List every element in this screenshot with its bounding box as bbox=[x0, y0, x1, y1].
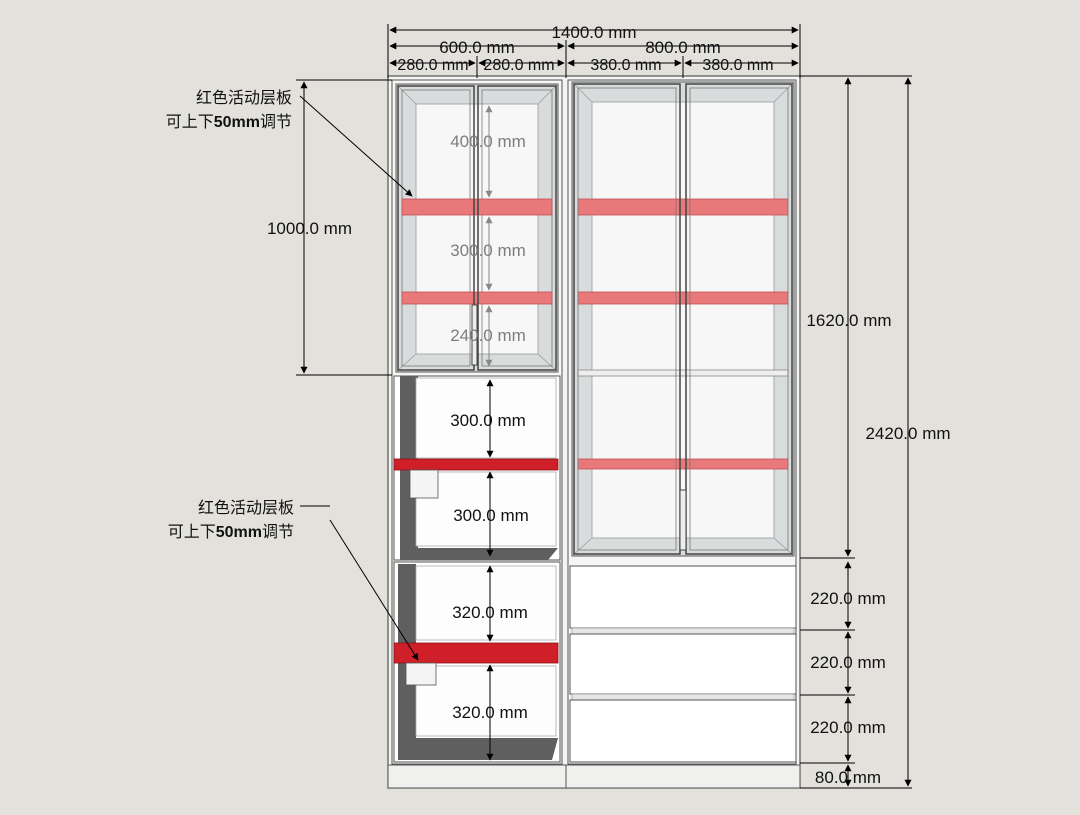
dim-plinth: 80.0 mm bbox=[815, 768, 881, 787]
red-shelf-left-3 bbox=[393, 458, 559, 471]
dim-mid-gap-1: 300.0 mm bbox=[450, 411, 526, 430]
dim-drawer-3: 220.0 mm bbox=[810, 718, 886, 737]
left-door-handle[interactable] bbox=[471, 304, 478, 366]
dim-drawer-1: 220.0 mm bbox=[810, 589, 886, 608]
dim-total-height: 2420.0 mm bbox=[865, 424, 950, 443]
dim-low-gap-1: 320.0 mm bbox=[452, 603, 528, 622]
right-column bbox=[567, 79, 797, 765]
note-bottom-line2: 可上下50mm调节 bbox=[168, 523, 294, 541]
right-door-handle[interactable] bbox=[679, 489, 687, 551]
red-shelf-left-4 bbox=[393, 642, 559, 664]
drawer-3[interactable] bbox=[569, 699, 797, 763]
red-shelf-left-1 bbox=[401, 198, 553, 216]
dim-inner-gap-top: 400.0 mm bbox=[450, 132, 526, 151]
dim-mid-gap-2: 300.0 mm bbox=[453, 506, 529, 525]
dim-left-door-2: 280.0 mm bbox=[483, 57, 554, 74]
cabinet bbox=[387, 75, 801, 789]
note-bottom-line1: 红色活动层板 bbox=[198, 499, 294, 517]
right-glass-door-2[interactable] bbox=[685, 83, 793, 555]
left-glass-door-2[interactable] bbox=[477, 85, 557, 371]
dim-inner-gap-mid: 300.0 mm bbox=[450, 241, 526, 260]
dim-right-door-2: 380.0 mm bbox=[702, 57, 773, 74]
left-middle-open-section bbox=[393, 375, 561, 561]
dim-right-upper-height: 1620.0 mm bbox=[806, 311, 891, 330]
dim-right-door-1: 380.0 mm bbox=[590, 57, 661, 74]
drawer-1[interactable] bbox=[569, 565, 797, 629]
right-glass-door-1[interactable] bbox=[573, 83, 681, 555]
drawer-2[interactable] bbox=[569, 633, 797, 695]
dim-left-width: 600.0 mm bbox=[439, 38, 515, 57]
fixed-shelf-right bbox=[577, 369, 789, 377]
shelf-bracket-2 bbox=[405, 662, 437, 686]
red-shelf-right-2 bbox=[577, 291, 789, 305]
drawers bbox=[569, 565, 797, 763]
red-shelf-right-1 bbox=[577, 198, 789, 216]
left-glass-door-1[interactable] bbox=[397, 85, 475, 371]
plinth bbox=[387, 764, 801, 789]
dim-right-width: 800.0 mm bbox=[645, 38, 721, 57]
dimension-lines bbox=[296, 24, 912, 789]
dim-total-width: 1400.0 mm bbox=[551, 23, 636, 42]
note-top-line1: 红色活动层板 bbox=[196, 89, 292, 107]
red-shelf-left-2 bbox=[401, 291, 553, 305]
right-glass-cabinet bbox=[571, 81, 795, 557]
dim-left-door-1: 280.0 mm bbox=[397, 57, 468, 74]
red-shelf-right-3 bbox=[577, 458, 789, 470]
dimension-labels: 1400.0 mm 600.0 mm 800.0 mm 280.0 mm 280… bbox=[267, 23, 951, 787]
dim-left-upper-height: 1000.0 mm bbox=[267, 219, 352, 238]
dim-low-gap-2: 320.0 mm bbox=[452, 703, 528, 722]
note-top: 红色活动层板 可上下50mm调节 bbox=[166, 89, 292, 131]
note-top-line2: 可上下50mm调节 bbox=[166, 113, 292, 131]
note-bottom: 红色活动层板 可上下50mm调节 bbox=[168, 499, 294, 541]
dim-inner-gap-bottom: 240.0 mm bbox=[450, 326, 526, 345]
left-column bbox=[391, 79, 563, 765]
dim-drawer-2: 220.0 mm bbox=[810, 653, 886, 672]
shelf-bracket-1 bbox=[409, 469, 439, 499]
left-glass-cabinet bbox=[395, 83, 559, 373]
left-lower-open-section bbox=[393, 561, 561, 763]
